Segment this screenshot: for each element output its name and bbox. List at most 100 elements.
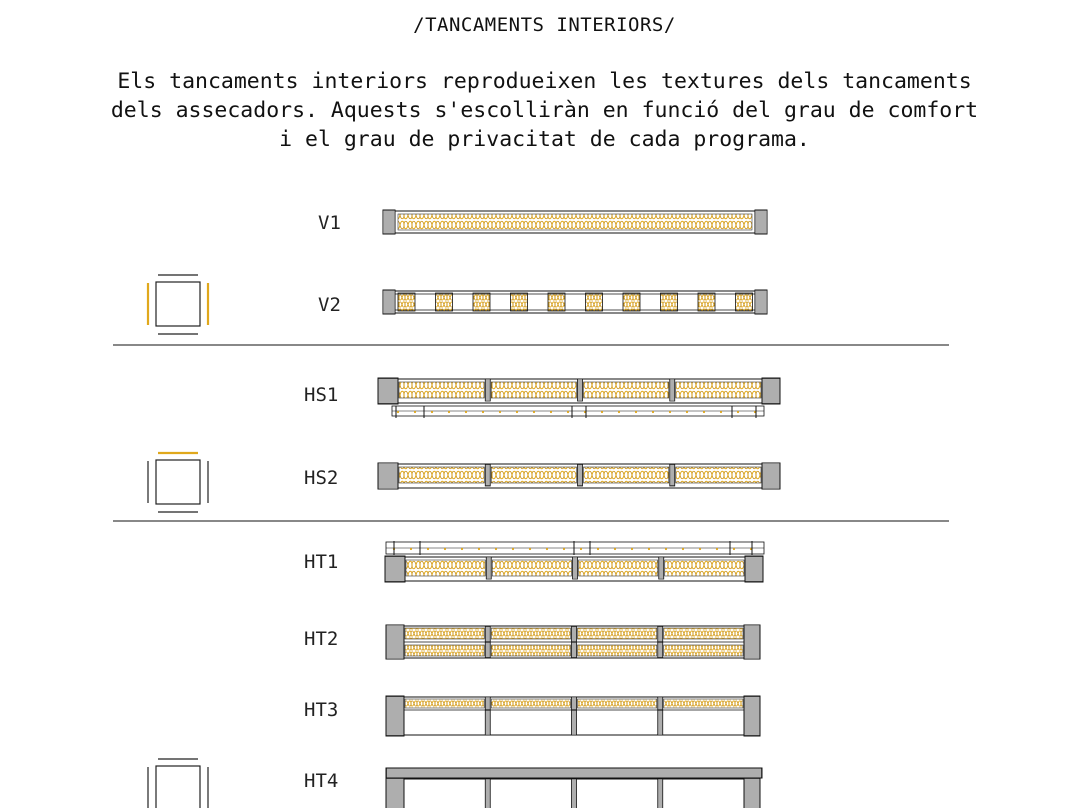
rail-dot [532,410,536,414]
description-line-3: i el grau de privacitat de cada programa… [279,127,810,152]
label-v1: V1 [318,212,341,234]
insulation-bay [578,559,659,577]
rail-dot [511,547,515,551]
description-line-2: dels assecadors. Aquests s'escolliràn en… [110,98,979,123]
stud [669,463,676,487]
section-ht2 [385,624,761,660]
insulation-bay-lower [577,644,658,657]
insulation-bay [490,698,571,709]
rail-dot [396,410,400,414]
stud [658,556,665,580]
insulation-block [585,292,603,312]
label-hs2: HS2 [304,467,338,489]
rail-dot [409,547,413,551]
insulation-bay [404,698,485,709]
rail-dot [579,547,583,551]
stud [484,625,491,659]
rail-dot [545,547,549,551]
stud [571,625,577,659]
insulation-bay-upper [577,627,658,640]
rail-dot [443,547,447,551]
rail-dot [460,547,464,551]
rail-dot [698,547,702,551]
section-ht3 [385,695,761,737]
insulation-block [397,292,416,312]
insulation-block [435,292,453,312]
insulation-bay [490,466,577,484]
stud [657,778,664,808]
section-ht4 [385,767,763,808]
label-ht4: HT4 [304,770,338,792]
insulation-bay-lower [490,644,571,657]
insulation-bay [398,381,485,399]
rail-dot [664,547,668,551]
stud [572,556,578,580]
page-title: /TANCAMENTS INTERIORS/ [413,14,676,36]
rail-dot [430,410,434,414]
rail-dot [715,547,719,551]
insulation-block [622,292,641,312]
insulation-bay-upper [490,627,571,640]
insulation-block [660,292,678,312]
insulation-bay-upper [404,627,485,640]
insulation-bay [675,381,762,399]
section-v2 [382,289,768,315]
insulation-block [510,292,528,312]
insulation-bay [663,698,744,709]
stud [484,778,491,808]
insulation-bay [490,381,577,399]
rail-dot [719,410,723,414]
rail-dot [732,547,736,551]
stud [485,556,492,580]
section-ht1 [384,541,765,583]
insulation-bay-lower [404,644,485,657]
rail-dot [596,547,600,551]
rail-dot [600,410,604,414]
insulation-block [547,292,566,312]
label-ht2: HT2 [304,628,338,650]
insulation-block [735,292,753,312]
rail-dot [549,410,553,414]
rail-dot [651,410,655,414]
stud [571,778,577,808]
plan-icon-plain [147,758,209,808]
rail-dot [413,410,417,414]
insulation-bay [398,466,485,484]
stud [571,696,577,736]
insulation-bay [577,698,658,709]
rail-dot [515,410,519,414]
insulation-bay [583,381,670,399]
rail-dot [426,547,430,551]
stud [484,378,491,402]
insulation-bay [675,466,762,484]
rail-dot [668,410,672,414]
rail-dot [647,547,651,551]
rail-dot [566,410,570,414]
stud [577,463,583,487]
rail-dot [481,410,485,414]
rail-dot [634,410,638,414]
stud [484,463,491,487]
rail-dot [685,410,689,414]
rail-dot [702,410,706,414]
stud [657,696,664,736]
rail-dot [498,410,502,414]
section-hs2 [377,462,781,490]
description-paragraph: Els tancaments interiors reprodueixen le… [0,67,1089,154]
label-v2: V2 [318,294,341,316]
section-hs1 [377,377,781,418]
rail-dot [562,547,566,551]
rail-dot [630,547,634,551]
insulation-block [697,292,716,312]
label-ht1: HT1 [304,551,338,573]
insulation-bay-upper [663,627,744,640]
insulation-bay [583,466,670,484]
rail-dot [736,410,740,414]
rail-dot [464,410,468,414]
plan-icon-top-side [147,451,209,513]
insulation-bay [664,559,745,577]
rail-dot [528,547,532,551]
label-ht3: HT3 [304,699,338,721]
insulation-bay-lower [663,644,744,657]
